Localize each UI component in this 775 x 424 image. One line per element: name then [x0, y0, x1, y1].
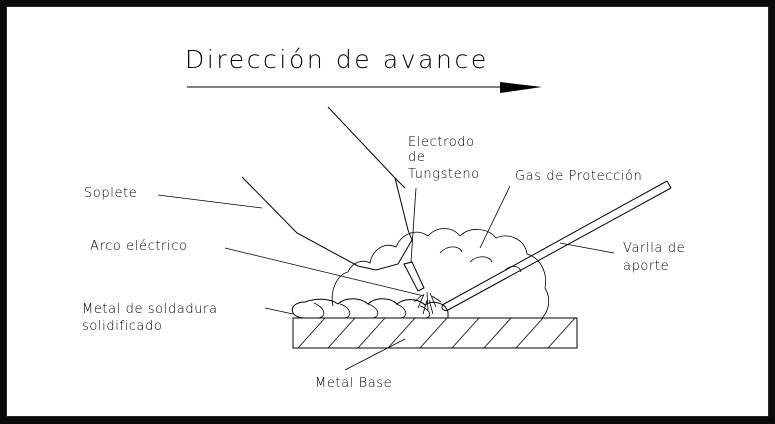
leader-gas: [479, 185, 511, 249]
label-metal-soldadura-2: solidificado: [82, 319, 163, 334]
torch-body: [241, 106, 413, 271]
leader-soplete: [157, 194, 263, 209]
leader-varilla: [559, 242, 615, 254]
leader-metal-soldadura: [264, 307, 294, 315]
weld-bead: [291, 298, 449, 319]
electric-arc: [413, 291, 442, 315]
label-soplete: Soplete: [84, 186, 137, 201]
diagram-title: Dirección de avance: [185, 45, 489, 74]
label-electrodo-1: Electrodo: [408, 135, 475, 150]
leader-arco: [224, 247, 425, 297]
leader-metal-base: [344, 338, 406, 371]
label-gas: Gas de Protección: [515, 169, 642, 184]
label-electrodo-3: Tungsteno: [408, 167, 480, 182]
label-arco: Arco eléctrico: [90, 239, 188, 254]
metal-base-plate: [292, 317, 578, 349]
label-varilla-1: Varlla de: [623, 241, 685, 256]
label-electrodo-2: de: [408, 150, 425, 165]
direction-arrow-head: [500, 82, 542, 93]
label-varilla-2: aporte: [623, 259, 669, 274]
filler-rod: [441, 180, 672, 311]
leader-electrodo: [410, 187, 417, 263]
tungsten-electrode: [403, 261, 425, 292]
label-metal-soldadura-1: Metal de soldadura: [82, 302, 218, 317]
shielding-gas-cloud: [331, 228, 550, 319]
label-metal-base: Metal Base: [315, 376, 392, 391]
